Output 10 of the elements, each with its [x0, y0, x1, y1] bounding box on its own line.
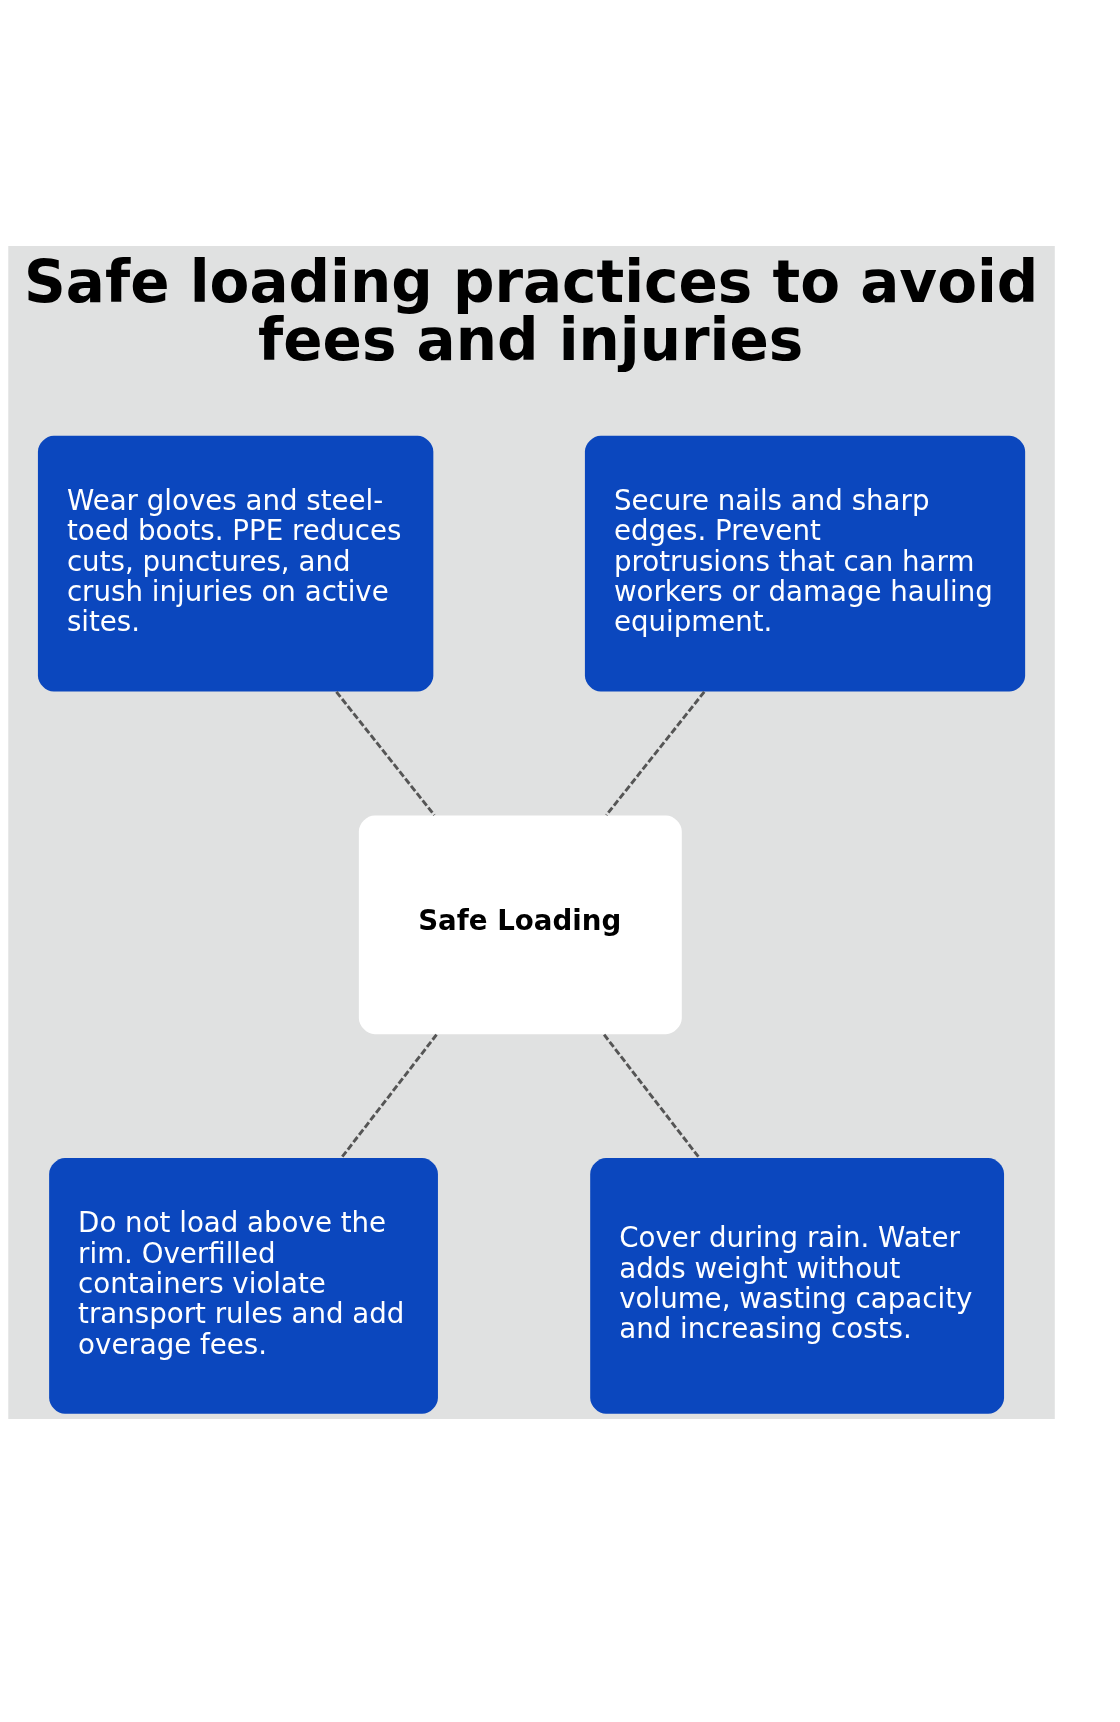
connector: [335, 690, 436, 817]
connector: [605, 690, 706, 817]
node-box: Cover during rain. Water adds weight without volume, wasting capacity and increasing costs.: [590, 1158, 1005, 1414]
node-box: Secure nails and sharp edges. Prevent protrusions that can harm workers or damage hauling equipment.: [584, 435, 1026, 692]
connector: [340, 1033, 438, 1159]
diagram-title: Safe loading practices to avoid fees and injuries: [24, 247, 1039, 374]
node-box: Wear gloves and steel-toed boots. PPE reduces cuts, punctures, and crush injuries on active sites.: [37, 435, 434, 692]
connector: [602, 1033, 701, 1159]
node-box: Safe Loading: [358, 815, 682, 1035]
node-box: Do not load above the rim. Overfilled containers violate transport rules and add overage fees.: [49, 1158, 438, 1414]
